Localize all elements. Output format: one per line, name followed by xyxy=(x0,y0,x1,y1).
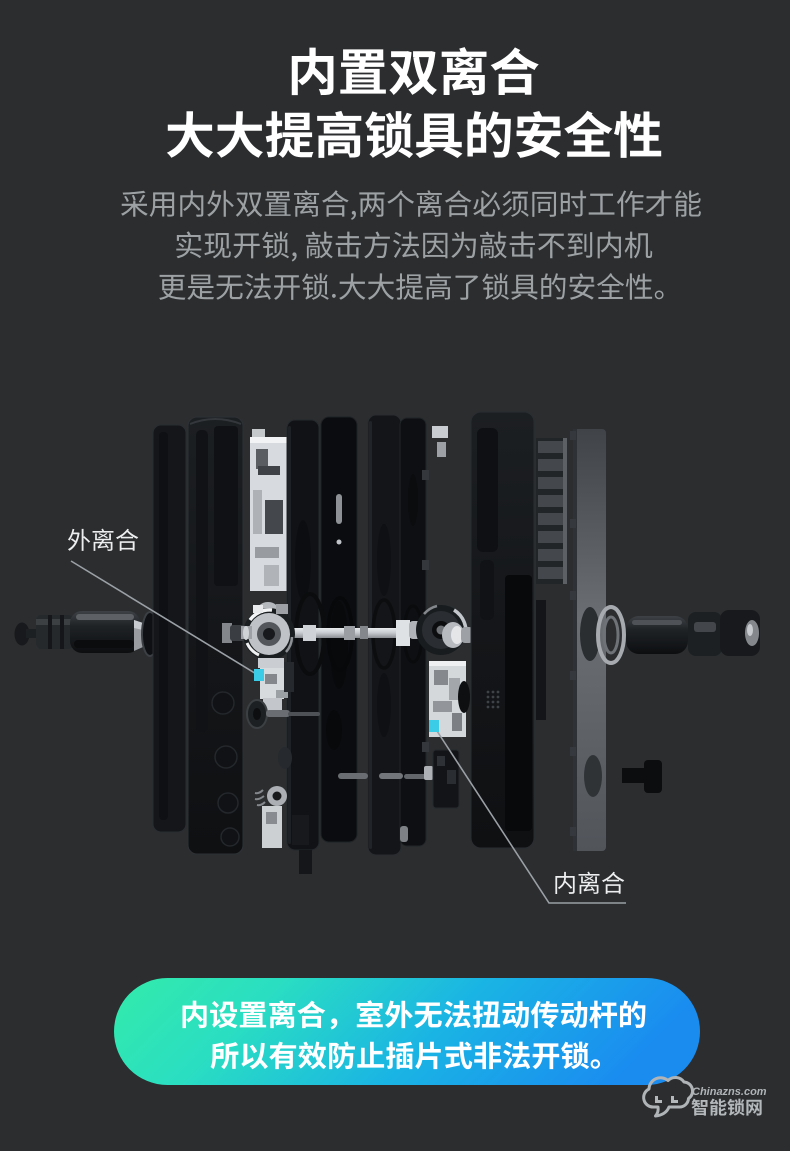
svg-text:Chinazns.com: Chinazns.com xyxy=(692,1086,767,1098)
